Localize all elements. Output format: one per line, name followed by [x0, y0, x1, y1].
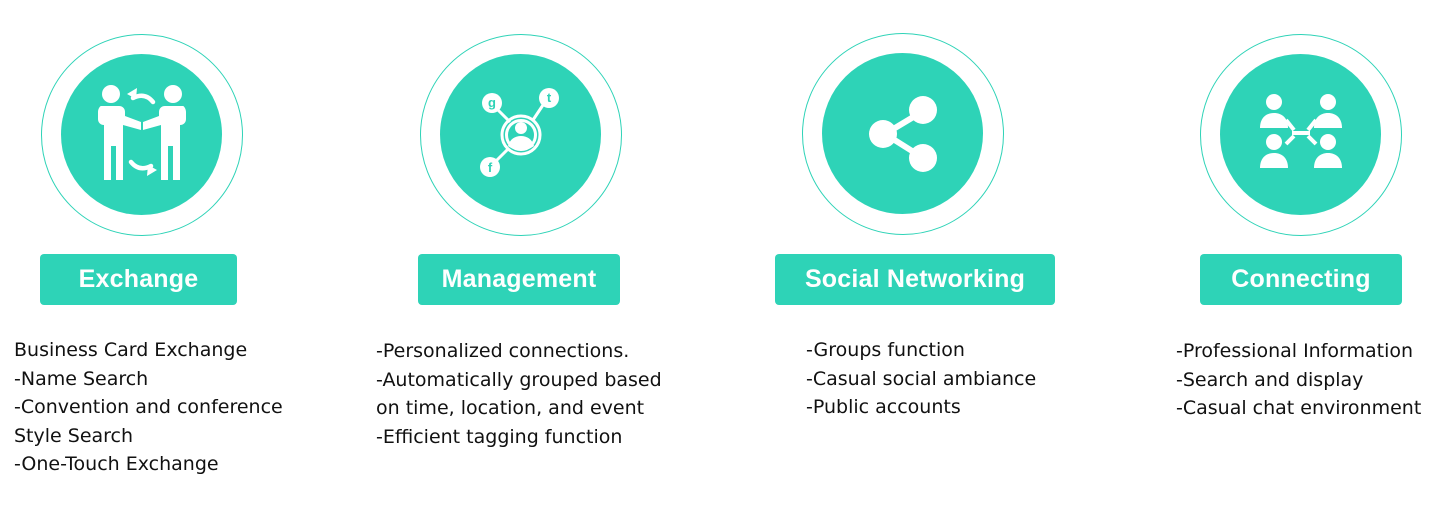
- list-item: -Personalized connections.: [376, 340, 630, 362]
- social-networking-icon-ring: [802, 33, 1004, 235]
- list-item: -One-Touch Exchange: [14, 453, 219, 475]
- social-networking-title: Social Networking: [775, 254, 1055, 305]
- social-networking-icon-disc: [822, 53, 983, 214]
- list-item: Business Card Exchange: [14, 339, 248, 361]
- connecting-description: -Professional Information -Search and di…: [1176, 337, 1421, 423]
- handshake-exchange-icon: [97, 84, 186, 180]
- management-description: -Personalized connections. -Automaticall…: [376, 337, 662, 451]
- exchange-icon-disc: [61, 54, 222, 215]
- list-item: -Name Search: [14, 367, 149, 390]
- list-item: -Professional Information: [1176, 340, 1414, 362]
- exchange-title: Exchange: [40, 254, 237, 305]
- contact-network-icon: g t f: [479, 87, 559, 177]
- management-icon-ring: g t f: [420, 34, 622, 236]
- list-item: -Casual chat environment: [1176, 397, 1422, 419]
- list-item: on time, location, and event: [376, 397, 645, 419]
- list-item: -Search and display: [1176, 368, 1364, 391]
- connecting-title: Connecting: [1200, 254, 1402, 305]
- connecting-icon-disc: [1220, 54, 1381, 215]
- list-item: -Public accounts: [806, 396, 961, 418]
- people-connect-icon: [1259, 93, 1342, 168]
- google-letter: g: [488, 95, 496, 110]
- social-networking-description: -Groups function -Casual social ambiance…: [806, 336, 1036, 422]
- management-title: Management: [418, 254, 620, 305]
- exchange-icon-ring: [41, 34, 243, 236]
- connecting-icon-ring: [1200, 34, 1402, 236]
- list-item: -Automatically grouped based: [376, 368, 662, 391]
- twitter-letter: t: [546, 90, 551, 105]
- exchange-description: Business Card Exchange -Name Search -Con…: [14, 336, 283, 479]
- list-item: -Groups function: [806, 339, 965, 361]
- share-icon: [868, 95, 937, 172]
- list-item: -Convention and conference: [14, 396, 283, 418]
- management-icon-disc: g t f: [440, 54, 601, 215]
- facebook-letter: f: [487, 160, 492, 175]
- list-item: -Efficient tagging function: [376, 425, 623, 448]
- list-item: Style Search: [14, 424, 134, 447]
- list-item: -Casual social ambiance: [806, 367, 1037, 390]
